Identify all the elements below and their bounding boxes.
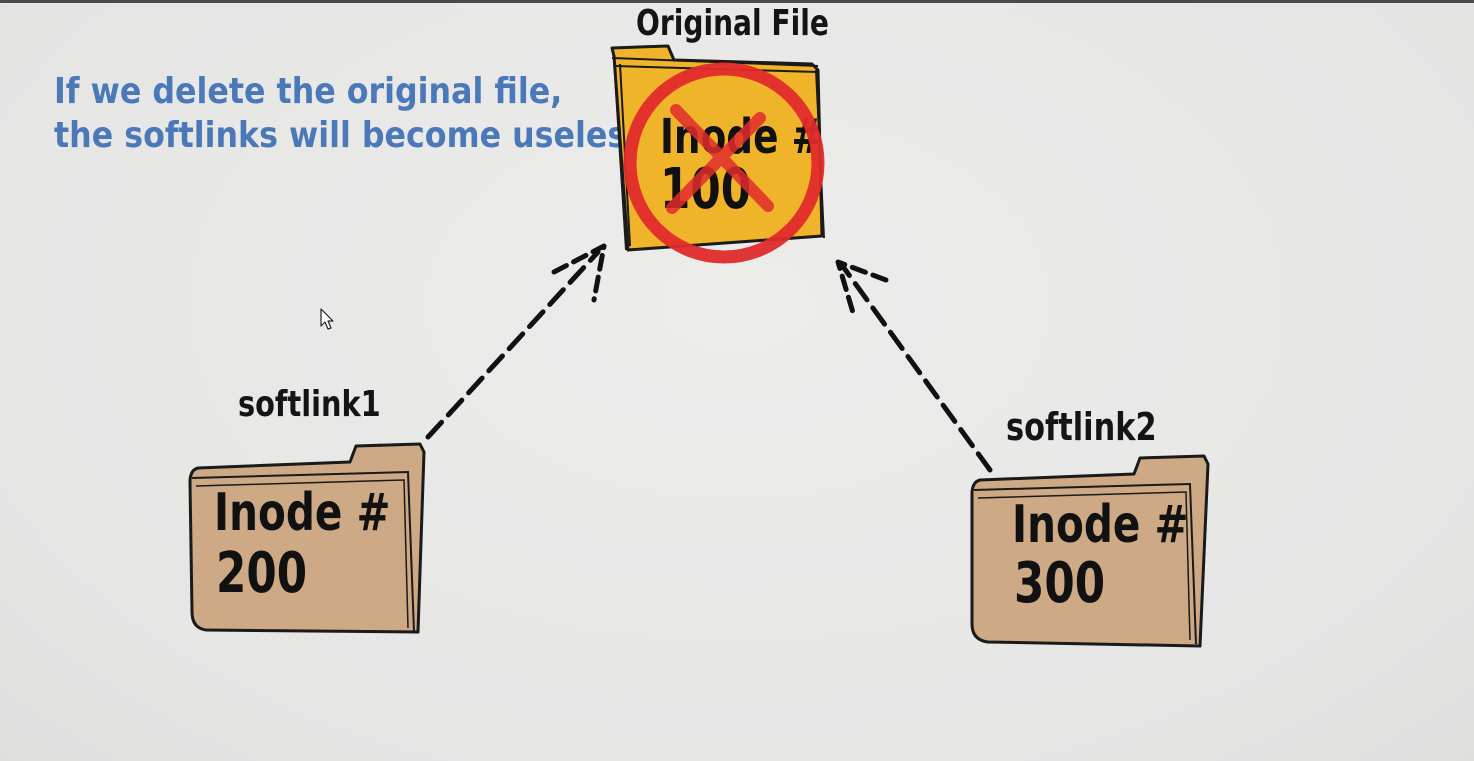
- softlink2-label: softlink2: [1006, 405, 1157, 449]
- caption-line-2: the softlinks will become useless!: [54, 115, 660, 156]
- softlink2-inode-word: Inode #: [1012, 494, 1188, 554]
- softlink2-inode-number: 300: [1014, 550, 1105, 616]
- softlink1-folder: Inode # 200: [188, 442, 426, 634]
- arrow-softlink2-to-original: [835, 259, 993, 473]
- caption: If we delete the original file, the soft…: [54, 70, 659, 158]
- mouse-cursor-icon: [320, 308, 334, 330]
- prohibited-circle-cross-icon: [623, 62, 825, 264]
- original-file-label: Original File: [636, 3, 829, 44]
- softlink1-inode-number: 200: [216, 540, 307, 606]
- arrow-softlink1-to-original: [425, 243, 607, 440]
- caption-line-1: If we delete the original file,: [54, 71, 563, 112]
- softlink1-label: softlink1: [238, 384, 381, 425]
- softlink1-inode-word: Inode #: [214, 482, 390, 542]
- window-top-edge: [0, 0, 1474, 3]
- softlink2-folder: Inode # 300: [970, 454, 1210, 648]
